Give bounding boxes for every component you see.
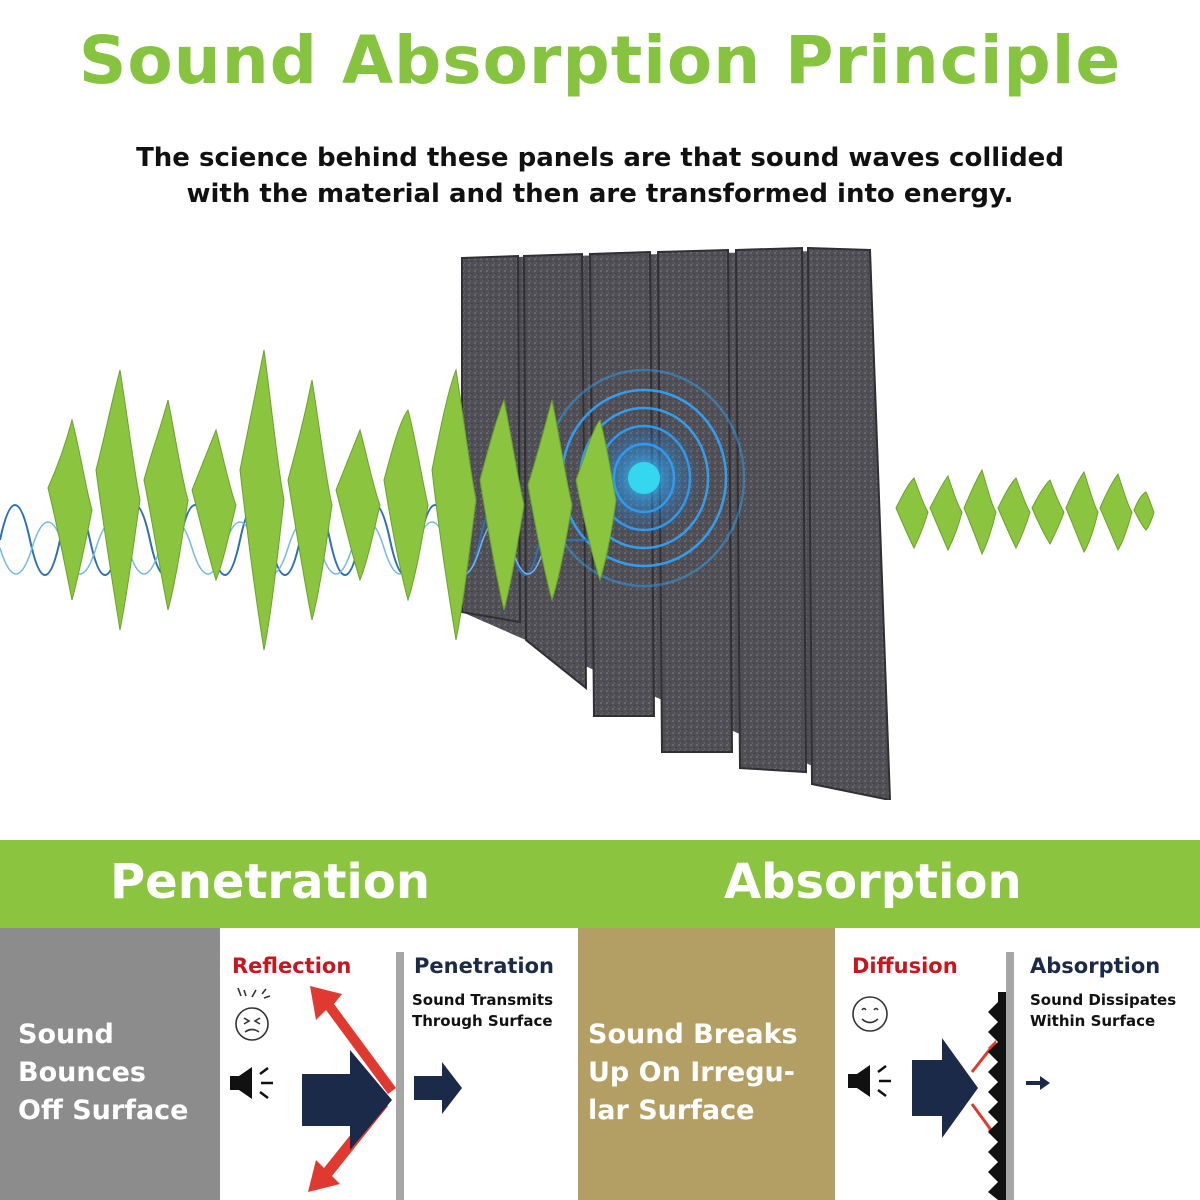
penetration-label: Penetration bbox=[414, 954, 555, 978]
reflection-arrows bbox=[302, 986, 396, 1192]
breaks-line-1: Sound Breaks bbox=[588, 1019, 798, 1050]
arrow-right-icon bbox=[302, 1050, 392, 1150]
absorption-label: Absorption bbox=[1030, 954, 1161, 978]
bounce-line-1: Sound bbox=[18, 1019, 114, 1050]
banner-penetration-label: Penetration bbox=[110, 854, 431, 910]
foam-ribs bbox=[461, 246, 892, 802]
bounce-panel: Sound Bounces Off Surface bbox=[0, 928, 220, 1200]
breaks-line-3: lar Surface bbox=[588, 1095, 755, 1126]
penetration-desc-line-1: Sound Transmits bbox=[412, 991, 554, 1009]
irregular-surface bbox=[988, 992, 1010, 1200]
energy-core bbox=[628, 462, 660, 494]
absorption-desc-line-2: Within Surface bbox=[1030, 1012, 1156, 1030]
speaker-icon bbox=[230, 1067, 273, 1099]
absorption-desc-line-1: Sound Dissipates bbox=[1030, 991, 1177, 1009]
breaks-panel: Sound Breaks Up On Irregu- lar Surface bbox=[578, 928, 835, 1200]
green-wave-incoming bbox=[47, 349, 617, 651]
transmit-arrow-icon bbox=[414, 1062, 462, 1114]
absorption-desc: Sound Dissipates Within Surface bbox=[1030, 990, 1176, 1032]
diffusion-label: Diffusion bbox=[852, 954, 958, 978]
penetration-desc: Sound Transmits Through Surface bbox=[412, 990, 553, 1032]
speaker-icon bbox=[848, 1065, 891, 1097]
reflection-label: Reflection bbox=[232, 954, 352, 978]
arrow-right-icon bbox=[912, 1038, 978, 1138]
foam-panel-image bbox=[0, 246, 1155, 802]
arrow-deflect-up-icon bbox=[310, 986, 396, 1094]
dissipate-arrow-icon bbox=[1026, 1076, 1050, 1090]
subtitle-line-2: with the material and then are transform… bbox=[186, 179, 1014, 209]
stressed-face-icon bbox=[235, 987, 271, 1041]
subtitle-line-1: The science behind these panels are that… bbox=[136, 143, 1064, 173]
absorption-surface bbox=[1006, 952, 1014, 1200]
page-subtitle: The science behind these panels are that… bbox=[0, 140, 1200, 212]
bounce-text: Sound Bounces Off Surface bbox=[18, 1016, 189, 1130]
section-banner: Penetration Absorption bbox=[0, 840, 1200, 928]
penetration-desc-line-2: Through Surface bbox=[412, 1012, 553, 1030]
banner-absorption-label: Absorption bbox=[724, 854, 1022, 910]
diffusion-panel bbox=[835, 928, 1200, 1200]
foam-illustration bbox=[0, 240, 1200, 802]
green-wave-outgoing bbox=[895, 468, 1155, 556]
reflection-surface bbox=[396, 952, 404, 1200]
page-title: Sound Absorption Principle bbox=[78, 22, 1122, 99]
smiley-face-icon bbox=[852, 996, 888, 1032]
bounce-line-2: Bounces bbox=[18, 1057, 146, 1088]
bounce-line-3: Off Surface bbox=[18, 1095, 189, 1126]
breaks-text: Sound Breaks Up On Irregu- lar Surface bbox=[588, 1016, 798, 1130]
breaks-line-2: Up On Irregu- bbox=[588, 1057, 795, 1088]
